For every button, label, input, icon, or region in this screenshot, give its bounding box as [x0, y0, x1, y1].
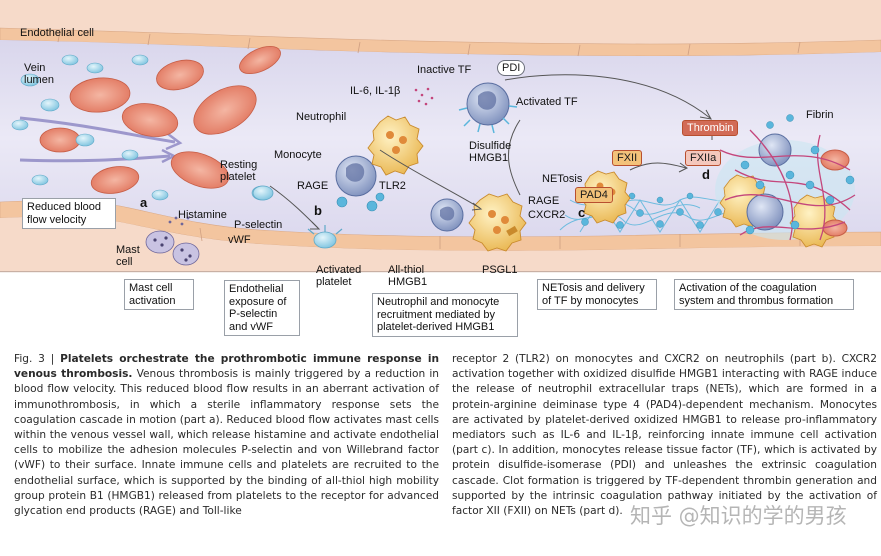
mast-cell [145, 230, 200, 266]
label-fxii: FXII [612, 150, 643, 166]
rage-tlr2-receptors [336, 192, 385, 212]
panel-label-d: d [702, 167, 710, 182]
label-neutrophil: Neutrophil [296, 111, 347, 123]
caption-column-left: Fig. 3 | Platelets orchestrate the proth… [14, 352, 439, 519]
panel-label-b: b [314, 203, 322, 218]
label-thrombin: Thrombin [682, 120, 739, 136]
label-pad4: PAD4 [575, 187, 613, 203]
label-inactive-tf: Inactive TF [417, 64, 472, 76]
label-endothelial-cell: Endothelial cell [20, 27, 94, 39]
activated-monocyte [458, 82, 518, 134]
panel-label-a: a [140, 195, 148, 210]
label-rage-monocyte: RAGE [297, 180, 329, 192]
label-histamine: Histamine [178, 209, 227, 221]
label-vwf: vWF [228, 234, 251, 246]
label-monocyte: Monocyte [274, 149, 322, 161]
blood-flow-arrows [19, 116, 183, 164]
caption-title: Platelets orchestrate the prothrombotic … [14, 353, 439, 381]
monocyte-rolling [430, 198, 464, 232]
label-il6-il1b: IL-6, IL-1β [350, 85, 401, 97]
cytokine-particles [414, 87, 434, 106]
vein-lumen-area [0, 40, 881, 237]
thrombus-mass [715, 133, 855, 248]
label-activated-tf: Activated TF [516, 96, 578, 108]
label-psgl1: PSGL1 [482, 264, 518, 276]
vessel-wall-top [0, 0, 881, 45]
caption-fig-label: Fig. 3 | [14, 353, 61, 365]
endothelium-cell-divisions [57, 30, 801, 249]
label-netosis: NETosis [542, 173, 583, 185]
caption-right-body: receptor 2 (TLR2) on monocytes and CXCR2… [452, 353, 877, 518]
caption-column-right: receptor 2 (TLR2) on monocytes and CXCR2… [452, 352, 877, 519]
label-p-selectin: P-selectin [234, 219, 283, 231]
wall-edge-line [0, 271, 881, 273]
label-pdi: PDI [497, 60, 526, 76]
red-blood-cells [39, 45, 281, 194]
net-platelet-cluster [581, 192, 722, 229]
caption-left-body: Venous thrombosis is mainly triggered by… [14, 368, 439, 518]
label-tlr2: TLR2 [379, 180, 406, 192]
thrombus-platelets [740, 114, 855, 235]
label-rage-neutrophil: RAGE [528, 195, 560, 207]
neutrophil-top-cell [367, 115, 424, 176]
activated-platelet-shape [307, 225, 343, 249]
monocyte-cell [335, 155, 377, 197]
vessel-wall-bottom [0, 216, 881, 272]
histamine-granules [168, 216, 190, 226]
label-fibrin: Fibrin [806, 109, 834, 121]
neutrophil-bottom-cell [468, 193, 527, 252]
panel-label-c: c [578, 205, 586, 220]
endothelium-bottom [0, 200, 881, 252]
endothelium-top [0, 27, 881, 57]
label-cxcr2: CXCR2 [528, 209, 566, 221]
pathway-arrows [269, 74, 717, 230]
watermark-text: 知乎 @知识的学的男孩 [630, 504, 847, 528]
label-fxiia: FXIIa [685, 150, 722, 166]
figure-caption: Fig. 3 | Platelets orchestrate the proth… [14, 352, 877, 552]
resting-platelet-shape [252, 185, 274, 201]
